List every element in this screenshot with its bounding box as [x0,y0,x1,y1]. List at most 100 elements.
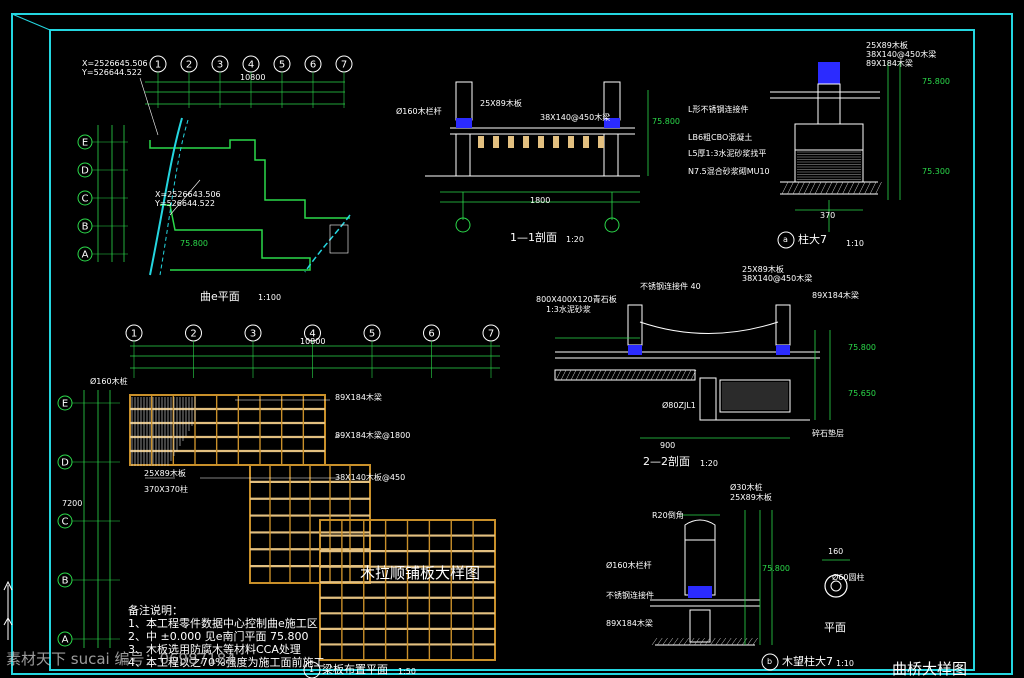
deck-plan-scale: 1:50 [398,667,416,676]
deck-beam-note-1: 89X184木梁 [335,393,382,402]
axis-bubble-midleft-E: E [57,395,73,411]
curve-plan-scale: 1:100 [258,293,282,302]
svg-text:4: 4 [309,329,315,340]
sheet-title: 曲桥大样图 [892,660,968,678]
coord-y-1: Y=526644.522 [82,68,142,77]
axis-bubble-top-6: 6 [304,55,322,73]
svg-text:C: C [62,517,69,528]
svg-text:A: A [62,635,69,646]
north-arrow-icon [3,580,13,640]
sec11-note-3: 38X140@450木梁 [540,113,611,122]
curve-elev: 75.800 [180,239,208,248]
sec11-dim: 1800 [530,196,551,205]
section-board [598,136,604,148]
deck-plan-mark: 1 [309,665,315,674]
sec22-note-8: Ø80ZJL1 [662,401,696,410]
axis-bubble-top-7: 7 [335,55,353,73]
sec22-note-1: 不锈钢连接件 40 [640,282,701,291]
cola-note-3: 89X184木梁 [866,59,913,68]
column-b-title: 木望柱大7 [782,655,833,668]
svg-text:D: D [61,458,69,469]
svg-text:E: E [82,138,88,149]
section-board [523,136,529,148]
outer-frame [11,13,1013,675]
deck-column-note: 370X370柱 [144,485,189,494]
column-b-scale: 1:10 [836,659,854,668]
axis-bubble-mid-2: 2 [185,324,202,342]
axis-bubble-top-1: 1 [149,55,167,73]
axis-bubble-midleft-D: D [57,454,73,470]
svg-text:B: B [82,222,89,233]
colb-note-1: R20倒角 [652,511,684,520]
svg-text:6: 6 [310,60,316,71]
axis-bubble-left-D: D [77,162,93,178]
svg-text:5: 5 [369,329,375,340]
cola-note-1: 25X89木板 [866,41,908,50]
sec22-note-2: 800X400X120青石板 [536,295,617,304]
colb-elev: 75.800 [762,564,790,573]
sec11-elev: 75.800 [652,117,680,126]
svg-text:1: 1 [131,329,137,340]
axis-bubble-left-E: E [77,134,93,150]
coord-x-2: X=2526643.506 [155,190,221,199]
axis-bubble-mid-1: 1 [125,324,143,342]
deck-beam-note-3: 38X140木板@450 [335,473,406,482]
sec22-note-4: 25X89木板 [742,265,784,274]
axis-bubble-top-3: 3 [211,55,229,73]
axis-bubble-mid-6: 6 [423,324,440,342]
axis-bubble-left-A: A [77,246,93,262]
svg-text:3: 3 [250,329,256,340]
axis-bubble-mid-7: 7 [482,324,500,342]
section-board [478,136,484,148]
section-2-2-title: 2—2剖面 [643,455,690,468]
watermark: 素材天下 sucai 编号：06987184 [6,650,236,668]
svg-text:4: 4 [248,60,254,71]
deck-plan-drawing: 1 2 3 4 5 6 7 E D C B A [57,324,500,661]
section-board [508,136,514,148]
deck-pipe-note: Ø160木桩 [90,377,128,386]
svg-text:7: 7 [488,329,494,340]
section-1-1-title: 1—1剖面 [510,231,557,244]
axis-bubble-midleft-C: C [57,513,73,529]
colb-note-4: Ø160木栏杆 [606,561,652,570]
colb-note-3: 25X89木板 [730,493,772,502]
axis-bubble-midleft-B: B [57,572,73,588]
cola-note-6: L5厚1:3水泥砂浆找平 [688,149,767,158]
section-1-1-scale: 1:20 [566,235,584,244]
svg-text:A: A [82,250,89,261]
deck-plan-title: 梁板布置平面 [322,663,388,676]
column-b-mark: b [767,657,773,666]
deck-block-2 [249,464,371,584]
notes-item-1: 1、本工程零件数据中心控制曲e施工区 [128,617,318,630]
axis-bubble-midleft-A: A [57,631,73,647]
svg-text:7: 7 [341,60,347,71]
sec22-note-6: 89X184木梁 [812,291,859,300]
svg-text:E: E [62,399,68,410]
column-a-scale: 1:10 [846,239,864,248]
cola-note-4: L形不锈钢连接件 [688,105,749,114]
deck-block-1 [129,394,326,466]
sec22-note-7: 碎石垫层 [812,429,844,438]
svg-text:D: D [81,166,89,177]
axis-bubble-top-4: 4 [242,55,260,73]
svg-text:1: 1 [155,60,161,71]
top-total-dim: 10800 [240,73,266,82]
sec22-dim: 900 [660,441,676,450]
colb-note-5: 不锈钢连接件 [606,591,654,600]
svg-text:5: 5 [279,60,285,71]
svg-text:B: B [62,576,69,587]
deck-block-3 [319,519,496,661]
svg-text:6: 6 [428,329,434,340]
axis-bubble-mid-3: 3 [244,324,262,342]
cola-note-5: LB6粗CBO混凝土 [688,133,753,142]
sec11-note-2: 25X89木板 [480,99,522,108]
svg-text:2: 2 [186,60,192,71]
cola-note-7: N7.5混合砂浆砌MU10 [688,167,770,176]
section-1-1-drawing [425,81,649,233]
cola-dim: 370 [820,211,836,220]
cola-elev-2: 75.300 [922,167,950,176]
mid-total-dim: 10800 [300,337,326,346]
axis-bubble-left-B: B [77,218,93,234]
circle-plan-note: Ø60圆柱 [832,573,865,582]
